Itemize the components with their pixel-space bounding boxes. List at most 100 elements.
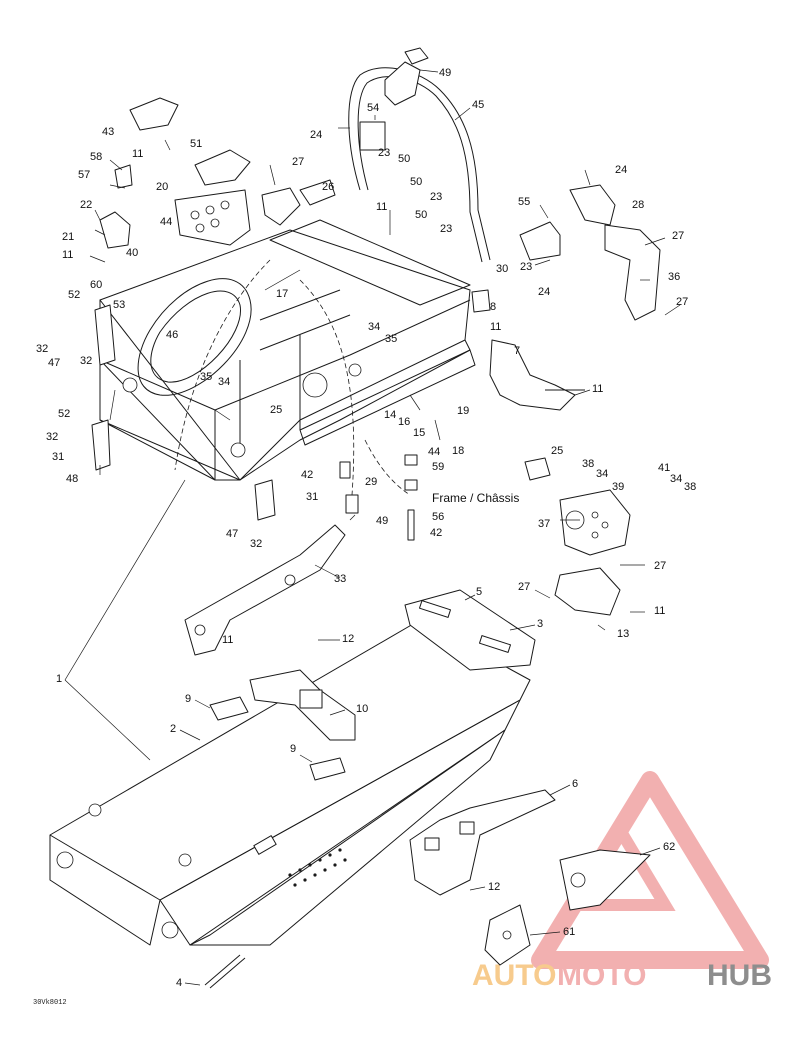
callout: 11 [592,383,603,395]
callout: 34 [670,473,682,485]
center-hardware [174,259,418,541]
callout: 28 [632,199,644,211]
callout: 38 [582,458,594,470]
callout: 11 [376,201,387,213]
watermark-text-auto: AUTO [472,959,556,992]
callout: 4 [176,977,182,989]
callout: 32 [36,343,48,355]
callout: 56 [432,511,444,523]
callout: 32 [250,538,262,550]
callout: 23 [378,147,390,159]
callout: 45 [472,99,484,111]
lower-right-parts [409,789,651,966]
callout: 42 [430,527,442,539]
callout: 9 [185,693,191,705]
callout: 14 [384,409,396,421]
callout: 22 [80,199,92,211]
callout: 27 [292,156,304,168]
frame-caption: Frame / Châssis [432,491,519,505]
callout: 11 [490,321,501,333]
callout: 47 [226,528,238,540]
callout: 54 [367,102,379,114]
callout: 31 [306,491,318,503]
callout: 27 [672,230,684,242]
callout: 62 [663,841,675,853]
tunnel-vent-holes [288,848,347,887]
callout: 31 [52,451,64,463]
callout: 26 [322,181,334,193]
callout: 18 [452,445,464,457]
callout: 43 [102,126,114,138]
callout: 35 [385,333,397,345]
reference-code: 30Vk8012 [33,999,67,1007]
callout: 39 [612,481,624,493]
callout: 34 [368,321,380,333]
callout: 23 [440,223,452,235]
callout: 38 [684,481,696,493]
callout: 52 [68,289,80,301]
rear-brackets [519,184,661,321]
side-plates-left [91,304,276,521]
callout: 58 [90,151,102,163]
callout: 16 [398,416,410,428]
callout: 27 [676,296,688,308]
callout: 41 [658,462,670,474]
callout: 51 [190,138,202,150]
callout: 12 [342,633,354,645]
callout: 24 [538,286,550,298]
callout: 32 [80,355,92,367]
callout: 40 [126,247,138,259]
callout: 12 [488,881,500,893]
callout: 15 [413,427,425,439]
callout: 42 [301,469,313,481]
callout: 7 [514,345,520,357]
callout: 48 [66,473,78,485]
steering-column [348,47,491,263]
callout: 11 [654,605,665,617]
callout: 19 [457,405,469,417]
callout-numbers: 49 54 45 24 23 50 43 11 51 27 26 58 57 2… [33,67,696,1007]
callout: 8 [490,301,496,313]
callout: 1 [56,673,62,685]
watermark-text-hub: HUB [707,959,772,992]
small-parts-right [471,289,631,616]
callout: 9 [290,743,296,755]
callout: 11 [132,148,143,160]
callout: 5 [476,586,482,598]
callout: 33 [334,573,346,585]
callout: 10 [356,703,368,715]
callout: 34 [596,468,608,480]
callout: 44 [160,216,172,228]
callout: 25 [270,404,282,416]
callout: 36 [668,271,680,283]
callout: 47 [48,357,60,369]
callout: 6 [572,778,578,790]
small-parts-upper-left [99,97,336,249]
callout: 2 [170,723,176,735]
tunnel [49,589,536,989]
callout: 57 [78,169,90,181]
watermark-text-moto: MOTO [557,959,646,992]
front-bracket [184,524,346,656]
callout: 44 [428,446,440,458]
callout: 49 [439,67,451,79]
callout: 11 [62,249,73,261]
callout: 46 [166,329,178,341]
callout: 53 [113,299,125,311]
callout: 29 [365,476,377,488]
callout: 49 [376,515,388,527]
callout: 17 [276,288,288,300]
callout: 27 [654,560,666,572]
callout: 21 [62,231,74,243]
callout: 37 [538,518,550,530]
callout: 61 [563,926,575,938]
callout: 27 [518,581,530,593]
callout: 52 [58,408,70,420]
leader-lines [64,69,681,986]
callout: 24 [310,129,322,141]
callout: 55 [518,196,530,208]
callout: 50 [398,153,410,165]
callout: 23 [520,261,532,273]
callout: 50 [410,176,422,188]
callout: 35 [200,371,212,383]
